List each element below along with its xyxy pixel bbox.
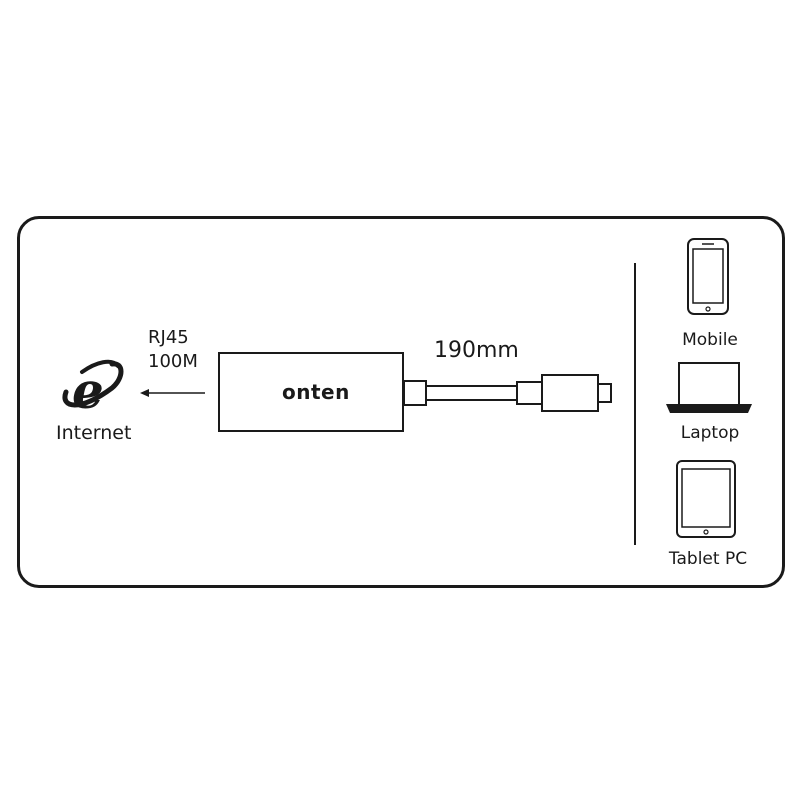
usb-cable (403, 380, 543, 406)
laptop-icon (666, 362, 752, 413)
tablet-icon (676, 460, 736, 538)
diagram-frame (17, 216, 785, 588)
device-divider (634, 263, 636, 545)
mobile-label: Mobile (682, 330, 738, 350)
cable-length-label: 190mm (434, 338, 519, 363)
laptop-label: Laptop (680, 423, 740, 443)
connection-spec: RJ45 100M (148, 326, 198, 374)
mobile-phone-icon (687, 238, 729, 315)
ethernet-adapter (218, 352, 404, 432)
svg-text:e: e (72, 361, 104, 420)
arrow-left-icon (140, 389, 205, 397)
speed-label: 100M (148, 351, 198, 372)
tablet-label: Tablet PC (668, 549, 748, 569)
internet-label: Internet (56, 422, 132, 444)
adapter-brand: onten (282, 380, 350, 404)
internet-explorer-icon: e (62, 359, 124, 420)
port-type-label: RJ45 (148, 327, 189, 348)
usb-c-plug-icon (541, 374, 612, 412)
